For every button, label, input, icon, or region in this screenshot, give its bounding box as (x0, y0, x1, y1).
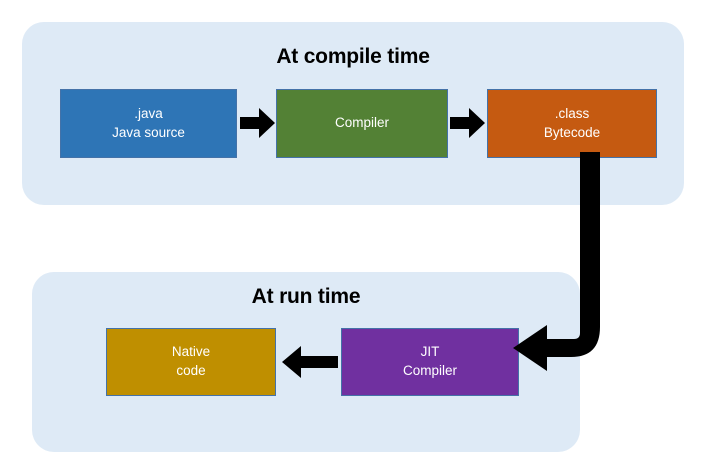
node-compiler-text: Compiler (277, 114, 447, 133)
node-bytecode-line2: Bytecode (543, 124, 601, 140)
node-java-source-text: .java Java source (61, 105, 236, 142)
node-jit-compiler-line1: JIT (420, 344, 440, 360)
node-bytecode-line1: .class (554, 105, 590, 121)
arrow-left-icon-jit-to-native (282, 346, 338, 378)
node-jit-compiler-line2: Compiler (402, 363, 457, 378)
node-native-code-line2: code (176, 363, 206, 378)
node-native-code: Native code (106, 328, 276, 396)
node-compiler: Compiler (276, 89, 448, 158)
node-jit-compiler: JIT Compiler (341, 328, 519, 396)
node-java-source-line1: .java (134, 105, 163, 121)
node-compiler-line1: Compiler (334, 115, 389, 131)
arrow-right-icon-source-to-compiler (240, 108, 275, 138)
node-java-source-line2: Java source (112, 124, 185, 140)
compile-time-title: At compile time (276, 45, 430, 68)
arrow-right-icon-compiler-to-bytecode (450, 108, 485, 138)
run-time-title: At run time (251, 285, 361, 308)
node-bytecode: .class Bytecode (487, 89, 657, 158)
node-java-source: .java Java source (60, 89, 237, 158)
node-jit-compiler-text: JIT Compiler (342, 343, 518, 380)
node-native-code-line1: Native (171, 344, 211, 360)
node-native-code-text: Native code (107, 343, 275, 380)
node-bytecode-text: .class Bytecode (488, 105, 656, 142)
arrow-elbow-icon-bytecode-to-jit (513, 152, 600, 371)
